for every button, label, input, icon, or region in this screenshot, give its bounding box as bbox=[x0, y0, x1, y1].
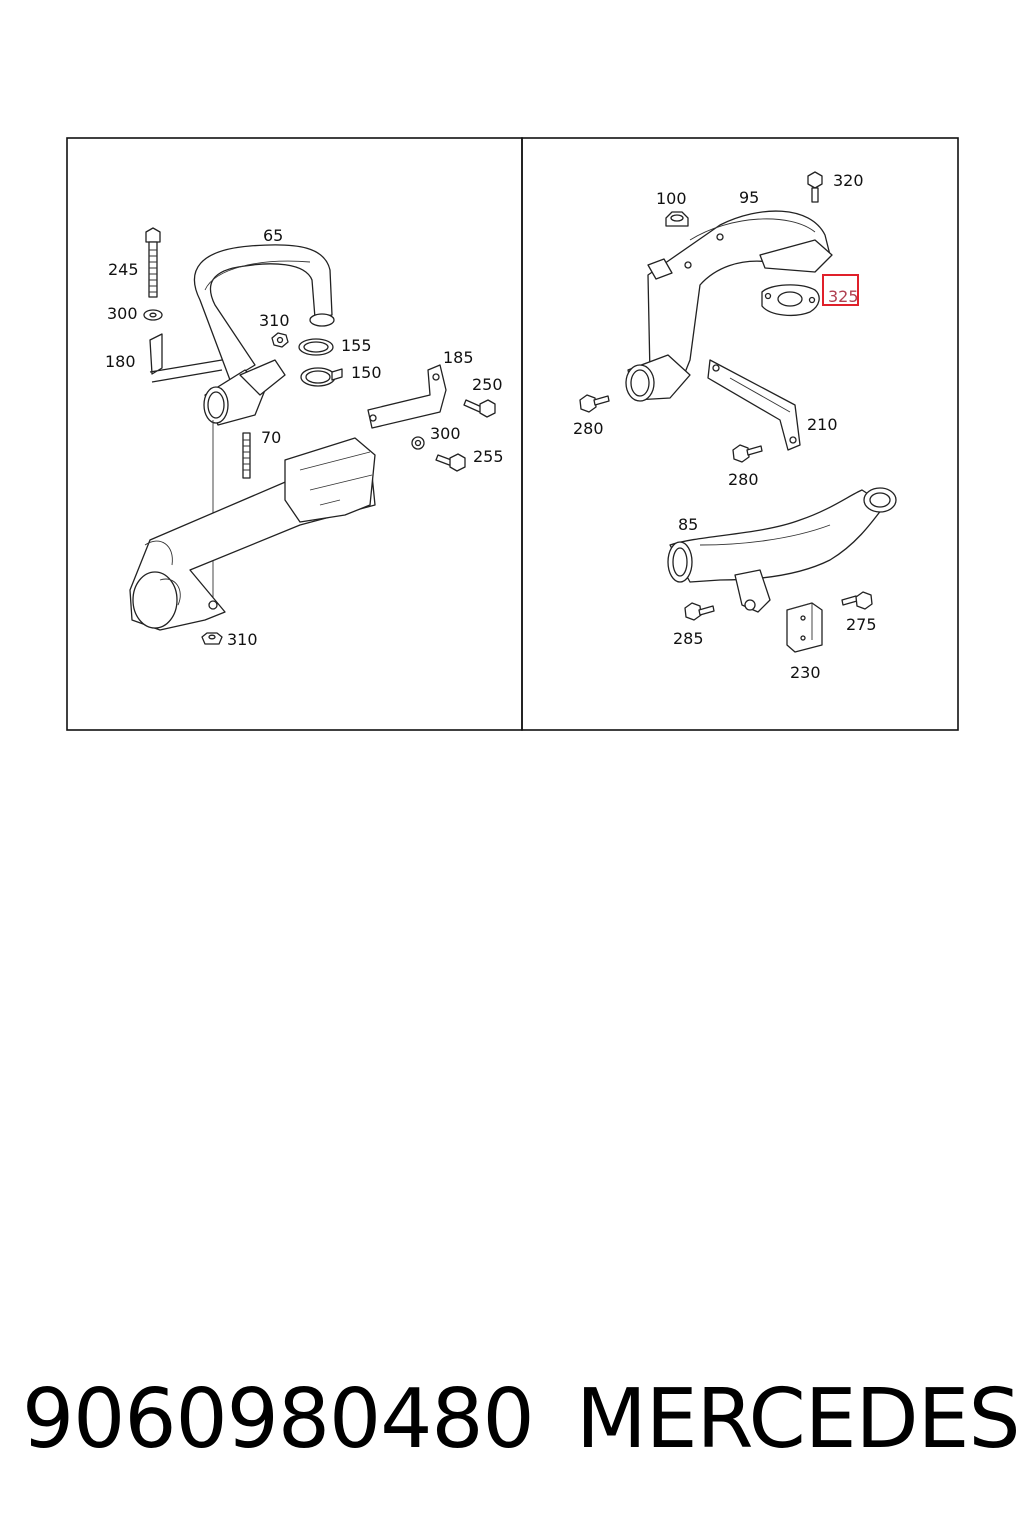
right-panel-drawing bbox=[579, 171, 897, 653]
bolt-245-icon bbox=[145, 227, 161, 298]
bolt-280-icon bbox=[579, 394, 610, 413]
washer-300-icon bbox=[143, 309, 163, 321]
label-180: 180 bbox=[105, 352, 136, 371]
label-245: 245 bbox=[108, 260, 139, 279]
label-280b: 280 bbox=[728, 470, 759, 489]
parts-diagram: 65 245 300 180 310 155 150 185 250 70 30… bbox=[66, 137, 959, 731]
plug-100-icon bbox=[665, 211, 689, 227]
label-320: 320 bbox=[833, 171, 864, 190]
footer: 9060980480 MERCEDES bbox=[0, 1370, 1024, 1470]
part-number: 9060980480 bbox=[22, 1372, 535, 1467]
label-310b: 310 bbox=[227, 630, 258, 649]
block-230-icon bbox=[786, 602, 823, 653]
intake-manifold-icon bbox=[129, 437, 376, 631]
bolt-275-icon bbox=[841, 591, 873, 610]
label-65: 65 bbox=[263, 226, 283, 245]
stud-70-icon bbox=[242, 432, 251, 479]
label-275: 275 bbox=[846, 615, 877, 634]
clamp-150-icon bbox=[300, 367, 343, 387]
label-300: 300 bbox=[107, 304, 138, 323]
label-325: 325 bbox=[828, 287, 859, 306]
bracket-185-icon bbox=[367, 364, 447, 429]
bolt-285-icon bbox=[684, 602, 715, 621]
highlight-box-325 bbox=[822, 274, 859, 306]
bolt-255-icon bbox=[435, 453, 466, 472]
bolt-280b-icon bbox=[732, 444, 763, 463]
label-285: 285 bbox=[673, 629, 704, 648]
right-panel-frame bbox=[521, 137, 959, 731]
label-210: 210 bbox=[807, 415, 838, 434]
label-155: 155 bbox=[341, 336, 372, 355]
label-230: 230 bbox=[790, 663, 821, 682]
label-250: 250 bbox=[472, 375, 503, 394]
label-280: 280 bbox=[573, 419, 604, 438]
gasket-155-icon bbox=[298, 338, 334, 356]
bracket-180-icon bbox=[149, 333, 223, 383]
label-100: 100 bbox=[656, 189, 687, 208]
pipe-65-icon bbox=[193, 244, 335, 426]
bolt-320-icon bbox=[807, 171, 823, 203]
gasket-325-icon bbox=[761, 284, 820, 317]
brand-name: MERCEDES bbox=[576, 1372, 1021, 1467]
nut-310b-icon bbox=[201, 632, 223, 645]
label-300b: 300 bbox=[430, 424, 461, 443]
label-150: 150 bbox=[351, 363, 382, 382]
pipe-85-icon bbox=[667, 487, 897, 613]
label-310: 310 bbox=[259, 311, 290, 330]
bolt-250-icon bbox=[463, 399, 496, 418]
washer-300b-icon bbox=[411, 436, 425, 450]
label-95: 95 bbox=[739, 188, 759, 207]
left-panel-drawing bbox=[129, 227, 496, 645]
nut-310-icon bbox=[271, 332, 289, 348]
bracket-210-icon bbox=[707, 359, 801, 451]
pipe-95-icon bbox=[625, 210, 833, 402]
label-70: 70 bbox=[261, 428, 281, 447]
label-255: 255 bbox=[473, 447, 504, 466]
label-85: 85 bbox=[678, 515, 698, 534]
label-185: 185 bbox=[443, 348, 474, 367]
